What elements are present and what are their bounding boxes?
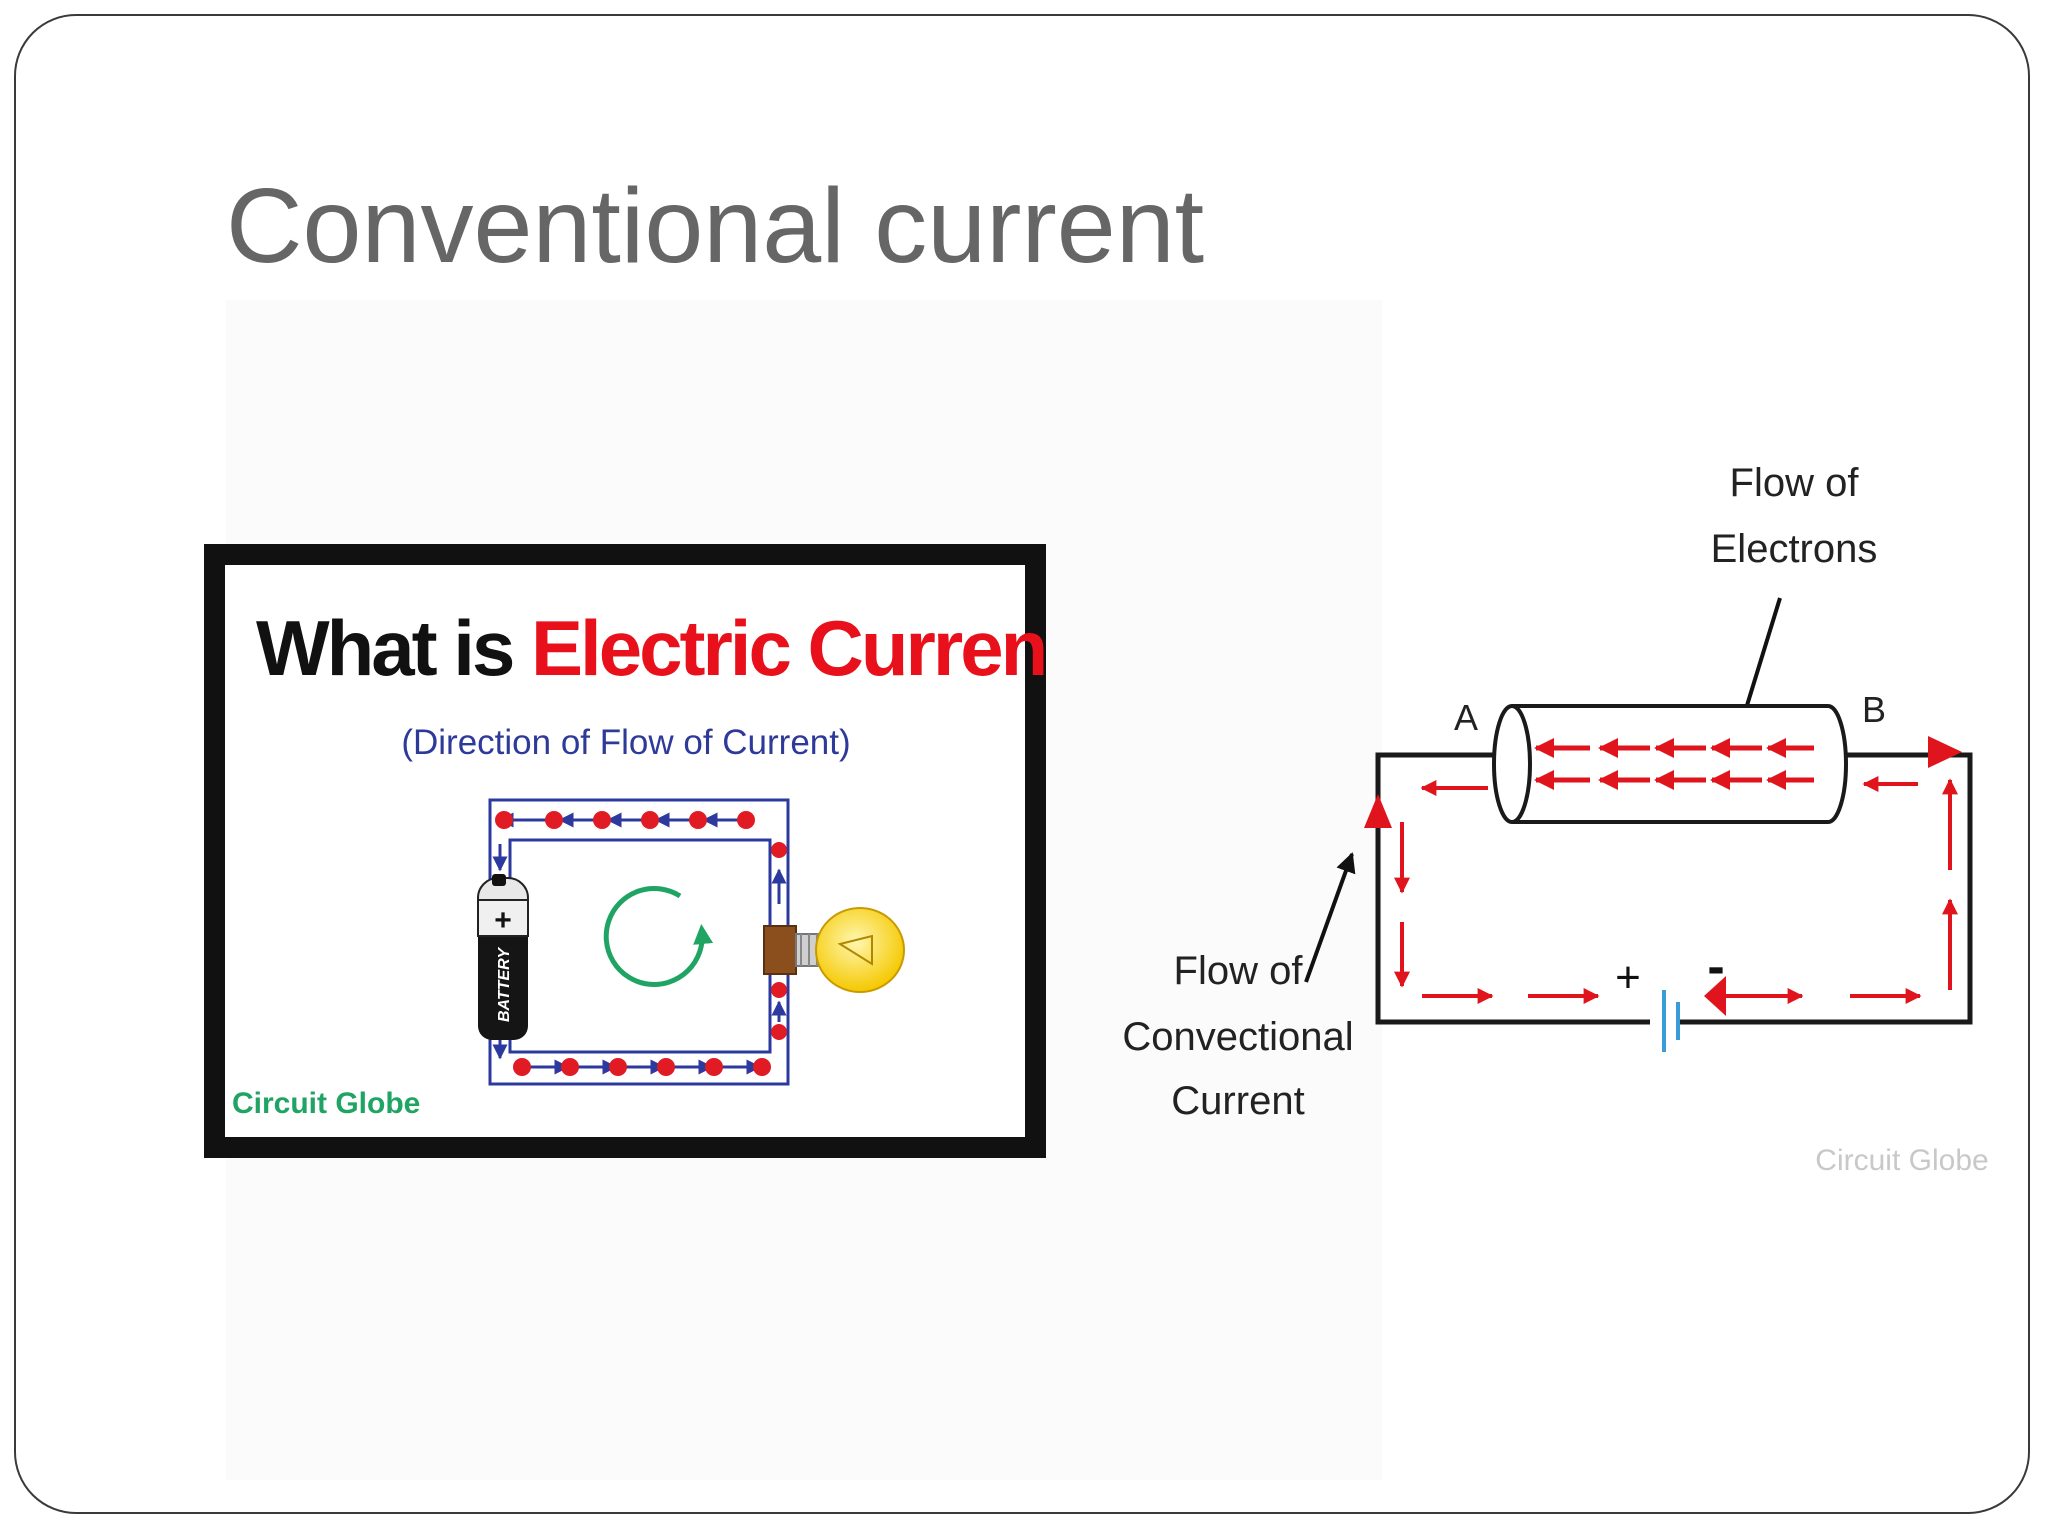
- electric-current-figure: What is Electric Current? (Direction of …: [204, 544, 1046, 1158]
- label-flow-of-conventional-line3: Current: [1171, 1079, 1304, 1123]
- conventional-pointer-arrow: [1304, 852, 1356, 983]
- circuit-credit-watermark: Circuit Globe: [1815, 1144, 1988, 1177]
- conventional-arrowhead-top-right: [1928, 736, 1962, 768]
- heading-highlight: Electric Current: [531, 604, 1046, 692]
- conductor-cylinder: [1492, 704, 1848, 824]
- label-flow-of-electrons-line1: Flow of: [1730, 461, 1860, 505]
- current-rotation-arrow: [603, 886, 714, 987]
- battery-minus-sign: -: [1707, 938, 1724, 996]
- figure-heading: What is Electric Current?: [256, 604, 1046, 692]
- conventional-current-circuit: Flow of Electrons A B: [1122, 461, 1988, 1177]
- electron-flow-arrows: [1534, 738, 1814, 790]
- label-b: B: [1862, 689, 1886, 730]
- label-a: A: [1454, 697, 1478, 738]
- slide-title: Conventional current: [226, 167, 1205, 285]
- battery-plus-sign: +: [1615, 953, 1641, 1002]
- conventional-arrowhead-battery: [1704, 976, 1726, 1016]
- figure-frame: [204, 544, 1046, 1158]
- label-flow-of-conventional-line2: Convectional: [1122, 1015, 1353, 1059]
- loop-flow-arrows: [1394, 776, 1958, 1004]
- light-bulb: [763, 907, 905, 993]
- label-flow-of-electrons-line2: Electrons: [1711, 527, 1878, 571]
- battery-plus: +: [494, 904, 512, 937]
- battery-label: BATTERY: [496, 947, 513, 1022]
- electron-row-top: [495, 811, 755, 829]
- conventional-arrowhead-left: [1364, 794, 1392, 828]
- circuit-wire: [1375, 752, 1973, 1025]
- battery: + BATTERY: [477, 874, 529, 1040]
- electron-row-bottom: [513, 1058, 771, 1076]
- electron-column-right: [771, 842, 787, 1040]
- figure-subtitle: (Direction of Flow of Current): [401, 723, 850, 762]
- label-flow-of-conventional-line1: Flow of: [1174, 949, 1304, 993]
- battery-cell: [1662, 990, 1680, 1052]
- heading-prefix: What is: [256, 604, 531, 692]
- figure-credit: Circuit Globe: [232, 1087, 420, 1120]
